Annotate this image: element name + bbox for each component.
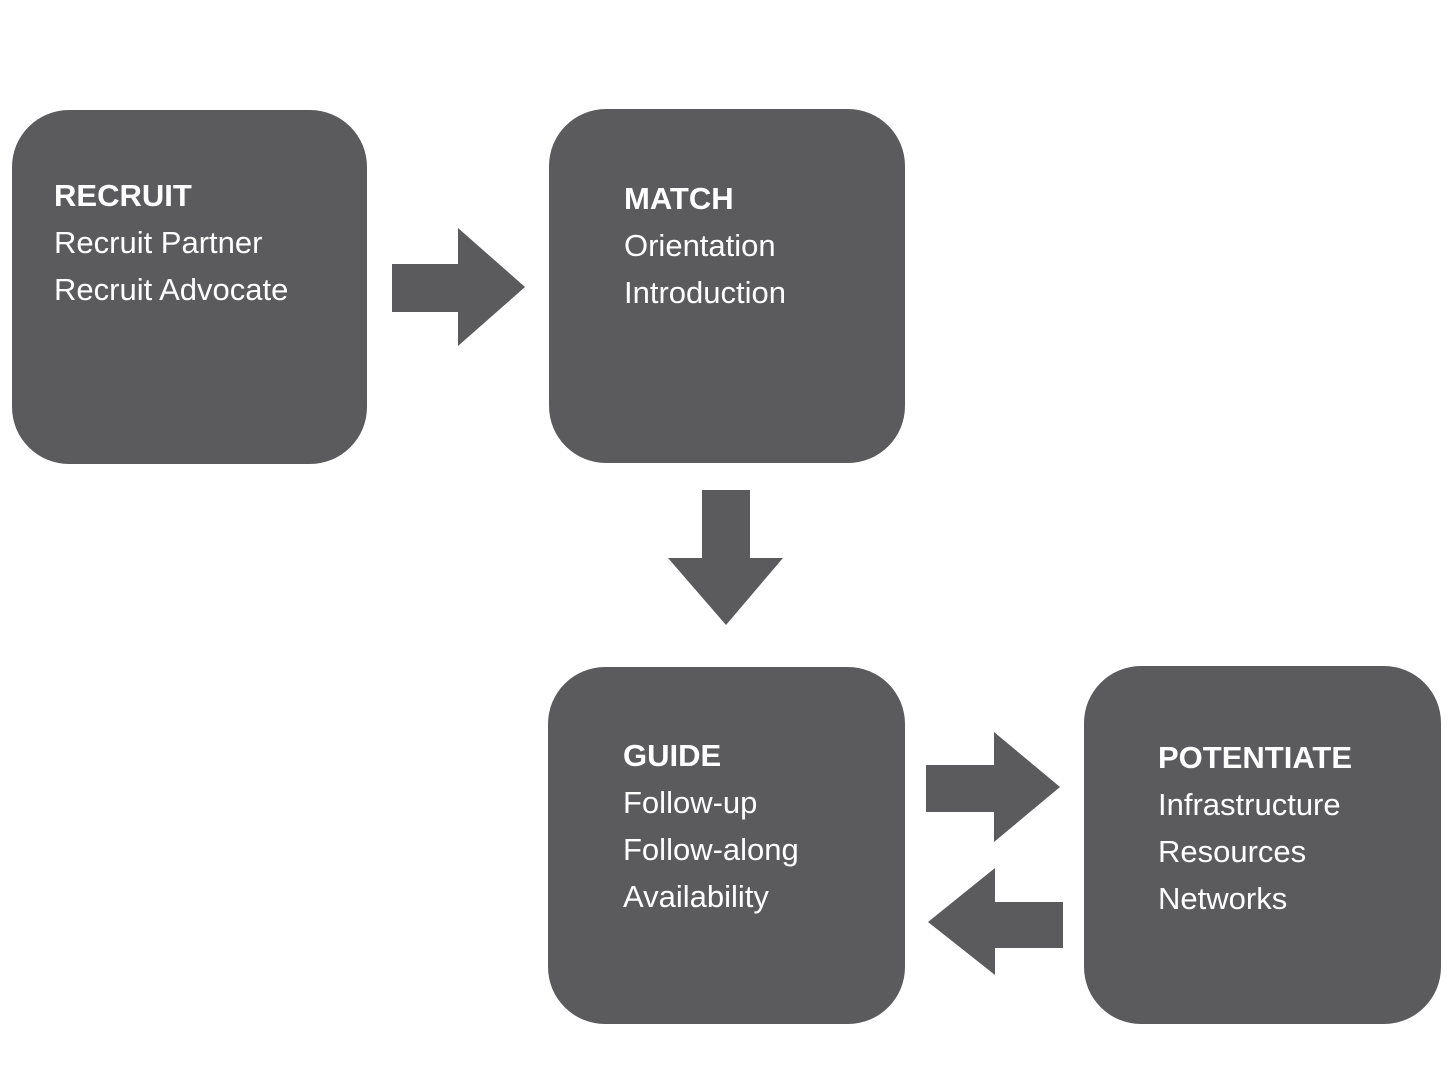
match-box-title: MATCH [624,181,734,216]
arrow-right-icon [392,228,525,346]
potentiate-box-item: Infrastructure [1158,787,1341,822]
guide-box-item: Follow-along [623,832,799,867]
guide-box-item: Follow-up [623,785,758,820]
recruit-box-item: Recruit Partner [54,225,263,260]
arrow-right-icon [926,732,1060,842]
potentiate-box-item: Resources [1158,834,1307,869]
recruit-box-title: RECRUIT [54,178,192,213]
arrow-left-icon [928,868,1063,975]
recruit-box: RECRUIT Recruit Partner Recruit Advocate [12,110,367,464]
guide-box-item: Availability [623,879,769,914]
guide-box-title: GUIDE [623,738,722,773]
potentiate-box: POTENTIATE Infrastructure Resources Netw… [1084,666,1441,1024]
match-box-item: Orientation [624,228,776,263]
match-box: MATCH Orientation Introduction [549,109,905,463]
potentiate-box-title: POTENTIATE [1158,740,1353,775]
recruit-box-item: Recruit Advocate [54,272,289,307]
match-box-item: Introduction [624,275,786,310]
potentiate-box-item: Networks [1158,881,1288,916]
arrow-down-icon [668,490,783,625]
guide-box: GUIDE Follow-up Follow-along Availabilit… [548,667,905,1024]
